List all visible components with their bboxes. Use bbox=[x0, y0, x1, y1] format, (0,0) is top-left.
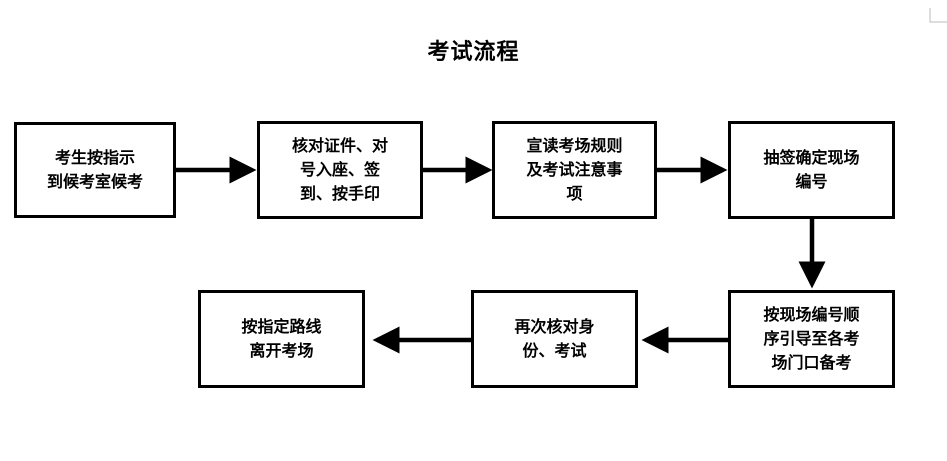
step-4-box: 抽签确定现场编号 bbox=[728, 121, 895, 219]
step-5-line-1: 按现场编号顺 bbox=[763, 305, 860, 324]
step-4-line-2: 编号 bbox=[795, 172, 828, 191]
step-6-line-1: 再次核对身 bbox=[514, 317, 595, 336]
step-2-line-2: 号入座、签 bbox=[299, 160, 380, 179]
step-1-line-1: 考生按指示 bbox=[54, 148, 135, 167]
page-title: 考试流程 bbox=[427, 40, 520, 65]
step-6-box: 再次核对身份、考试 bbox=[471, 290, 638, 388]
step-3-line-2: 及考试注意事 bbox=[526, 160, 623, 179]
step-1-box: 考生按指示到候考室候考 bbox=[14, 122, 176, 218]
step-3-line-3: 项 bbox=[566, 184, 583, 203]
step-2-line-3: 到、按手印 bbox=[299, 184, 380, 203]
step-4-line-1: 抽签确定现场 bbox=[763, 148, 860, 167]
step-7-box: 按指定路线离开考场 bbox=[198, 290, 365, 388]
step-2-box: 核对证件、对号入座、签到、按手印 bbox=[257, 121, 423, 219]
step-6-line-2: 份、考试 bbox=[522, 341, 587, 360]
step-5-box: 按现场编号顺序引导至各考场门口备考 bbox=[728, 290, 895, 388]
step-3-line-1: 宣读考场规则 bbox=[526, 136, 623, 155]
step-1-line-2: 到候考室候考 bbox=[46, 172, 143, 191]
step-5-line-2: 序引导至各考 bbox=[763, 329, 860, 348]
step-7-line-1: 按指定路线 bbox=[241, 317, 322, 336]
step-7-line-2: 离开考场 bbox=[249, 341, 314, 360]
step-3-box: 宣读考场规则及考试注意事项 bbox=[492, 121, 657, 219]
step-5-line-3: 场门口备考 bbox=[771, 353, 852, 372]
step-2-line-1: 核对证件、对 bbox=[291, 136, 388, 155]
